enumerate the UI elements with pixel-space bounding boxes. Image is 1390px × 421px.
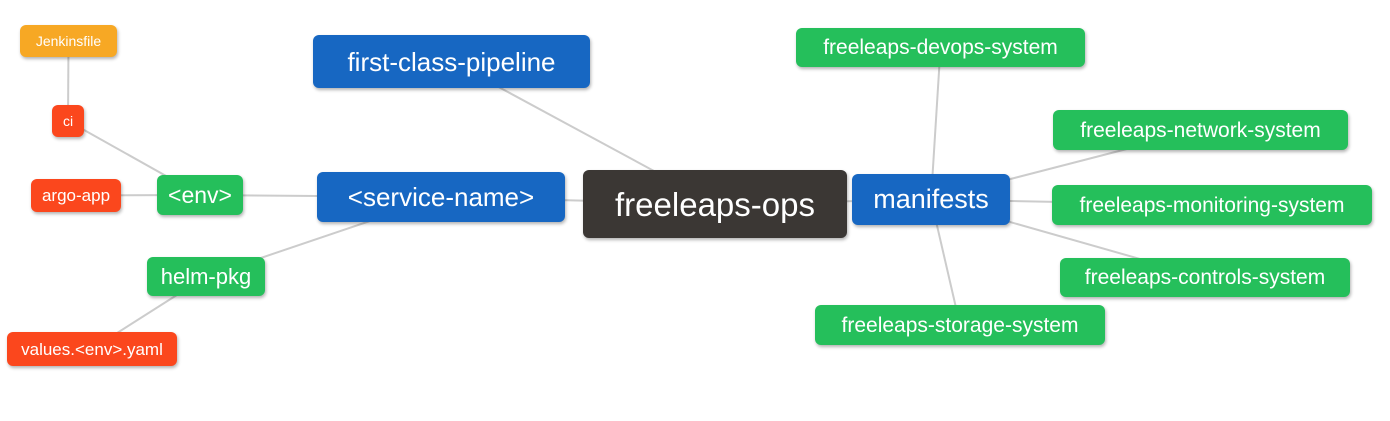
node-network-system[interactable]: freeleaps-network-system [1053,110,1348,150]
node-label: Jenkinsfile [35,33,102,49]
node-monitoring-system[interactable]: freeleaps-monitoring-system [1052,185,1372,225]
node-label: freeleaps-controls-system [1084,266,1326,289]
node-label: values.<env>.yaml [21,339,163,359]
node-label: <env> [168,181,232,208]
node-label: freeleaps-monitoring-system [1079,193,1345,217]
node-freeleaps-ops[interactable]: freeleaps-ops [583,170,847,238]
node-label: ci [62,113,74,129]
node-storage-system[interactable]: freeleaps-storage-system [815,305,1105,345]
node-devops-system[interactable]: freeleaps-devops-system [796,28,1085,67]
node-ci[interactable]: ci [52,105,84,137]
node-label: freeleaps-network-system [1080,118,1321,142]
node-first-class-pipeline[interactable]: first-class-pipeline [313,35,590,88]
node-label: freeleaps-storage-system [841,313,1079,337]
node-label: freeleaps-ops [615,185,815,223]
node-controls-system[interactable]: freeleaps-controls-system [1060,258,1350,297]
node-label: first-class-pipeline [347,46,556,77]
node-label: freeleaps-devops-system [823,36,1058,59]
node-env[interactable]: <env> [157,175,243,215]
node-label: manifests [873,184,989,214]
node-helm-pkg[interactable]: helm-pkg [147,257,265,296]
node-service-name[interactable]: <service-name> [317,172,565,222]
node-label: argo-app [41,186,111,205]
node-values-env-yaml[interactable]: values.<env>.yaml [7,332,177,366]
node-label: helm-pkg [160,263,252,289]
node-jenkinsfile[interactable]: Jenkinsfile [20,25,117,57]
node-label: <service-name> [347,182,535,212]
node-manifests[interactable]: manifests [852,174,1010,225]
node-argo-app[interactable]: argo-app [31,179,121,212]
